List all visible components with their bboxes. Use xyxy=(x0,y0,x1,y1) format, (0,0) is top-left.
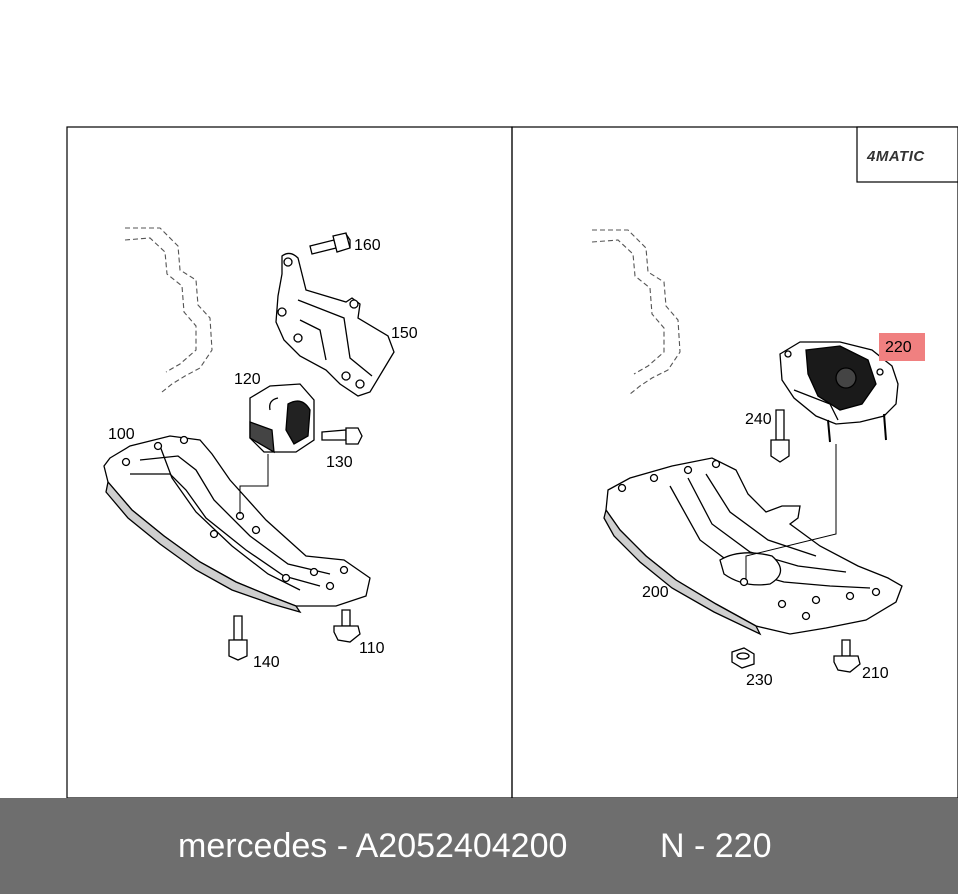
bracket-150 xyxy=(275,252,395,397)
bolt-130 xyxy=(321,427,363,445)
callout-110: 110 xyxy=(359,640,385,657)
callout-220-highlight xyxy=(879,333,925,361)
callout-100: 100 xyxy=(108,426,135,443)
right-leader-lines xyxy=(745,444,837,580)
callout-130: 130 xyxy=(326,454,353,471)
variant-badge-text: 4MATIC xyxy=(866,148,925,165)
crossmember-200 xyxy=(603,457,903,636)
right-panel-frame xyxy=(511,126,958,799)
nut-230 xyxy=(731,647,755,669)
bolt-240 xyxy=(770,409,790,463)
callout-240: 240 xyxy=(745,411,772,428)
callout-220: 220 xyxy=(885,339,912,356)
callout-200: 200 xyxy=(642,584,669,601)
callout-140: 140 xyxy=(253,654,280,671)
left-leader-lines xyxy=(239,454,269,514)
bolt-160 xyxy=(309,232,351,255)
left-callouts: 160 150 120 100 130 140 110 xyxy=(108,237,418,671)
bolt-140 xyxy=(228,615,248,661)
right-gearbox-outline xyxy=(591,229,681,395)
position-caption: N - 220 xyxy=(660,827,772,865)
bolt-110 xyxy=(333,609,361,643)
left-gearbox-outline xyxy=(124,227,213,393)
callout-230: 230 xyxy=(746,672,773,689)
bolt-210 xyxy=(833,639,861,673)
variant-badge-box xyxy=(856,126,958,183)
callout-160: 160 xyxy=(354,237,381,254)
callout-210: 210 xyxy=(862,665,889,682)
part-number-caption: mercedes - A2052404200 xyxy=(178,827,568,865)
engine-mount-120 xyxy=(249,383,315,454)
callout-150: 150 xyxy=(391,325,418,342)
right-callouts: 220 240 200 230 210 xyxy=(642,339,912,689)
callout-120: 120 xyxy=(234,371,261,388)
caption-bar xyxy=(0,798,958,894)
engine-mount-220 xyxy=(779,341,899,443)
